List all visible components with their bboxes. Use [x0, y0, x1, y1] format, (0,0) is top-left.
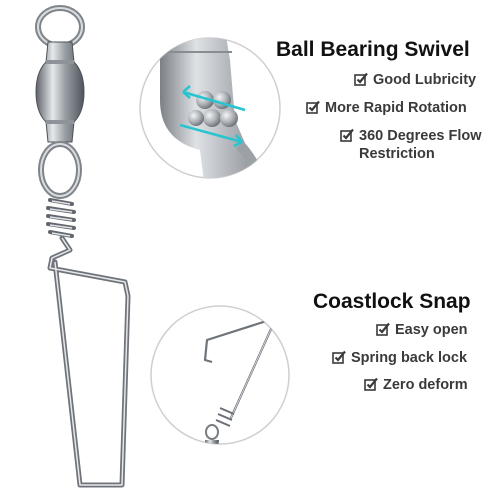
swivel-feature-2: More Rapid Rotation	[306, 100, 467, 116]
snap-feature-3: Zero deform	[364, 377, 468, 393]
swivel-snap-product	[35, 5, 131, 488]
check-box-icon	[354, 72, 368, 86]
snap-feature-2: Spring back lock	[332, 350, 467, 366]
check-box-icon	[332, 350, 346, 364]
swivel-detail-circle	[139, 37, 281, 179]
snap-title: Coastlock Snap	[313, 290, 471, 313]
snap-feature-1: Easy open	[376, 322, 468, 338]
swivel-body	[35, 41, 85, 143]
check-box-icon	[376, 322, 390, 336]
check-box-icon	[340, 128, 354, 142]
swivel-feature-3-line-1: 360 Degrees Flow	[359, 128, 482, 144]
snap-feature-1-text: Easy open	[395, 322, 468, 338]
rotation-arrow-icon	[179, 85, 246, 148]
snap-feature-2-text: Spring back lock	[351, 350, 468, 366]
swivel-feature-1: Good Lubricity	[354, 72, 476, 88]
swivel-feature-3: 360 Degrees Flow Restriction	[340, 127, 482, 163]
snap-feature-3-text: Zero deform	[383, 377, 468, 393]
check-box-icon	[364, 377, 378, 391]
snap-detail-circle	[150, 305, 290, 445]
swivel-title: Ball Bearing Swivel	[276, 38, 470, 61]
swivel-feature-2-text: More Rapid Rotation	[325, 100, 467, 116]
check-box-icon	[306, 100, 320, 114]
swivel-feature-1-text: Good Lubricity	[373, 72, 477, 88]
swivel-feature-3-line-2: Restriction	[359, 146, 435, 162]
